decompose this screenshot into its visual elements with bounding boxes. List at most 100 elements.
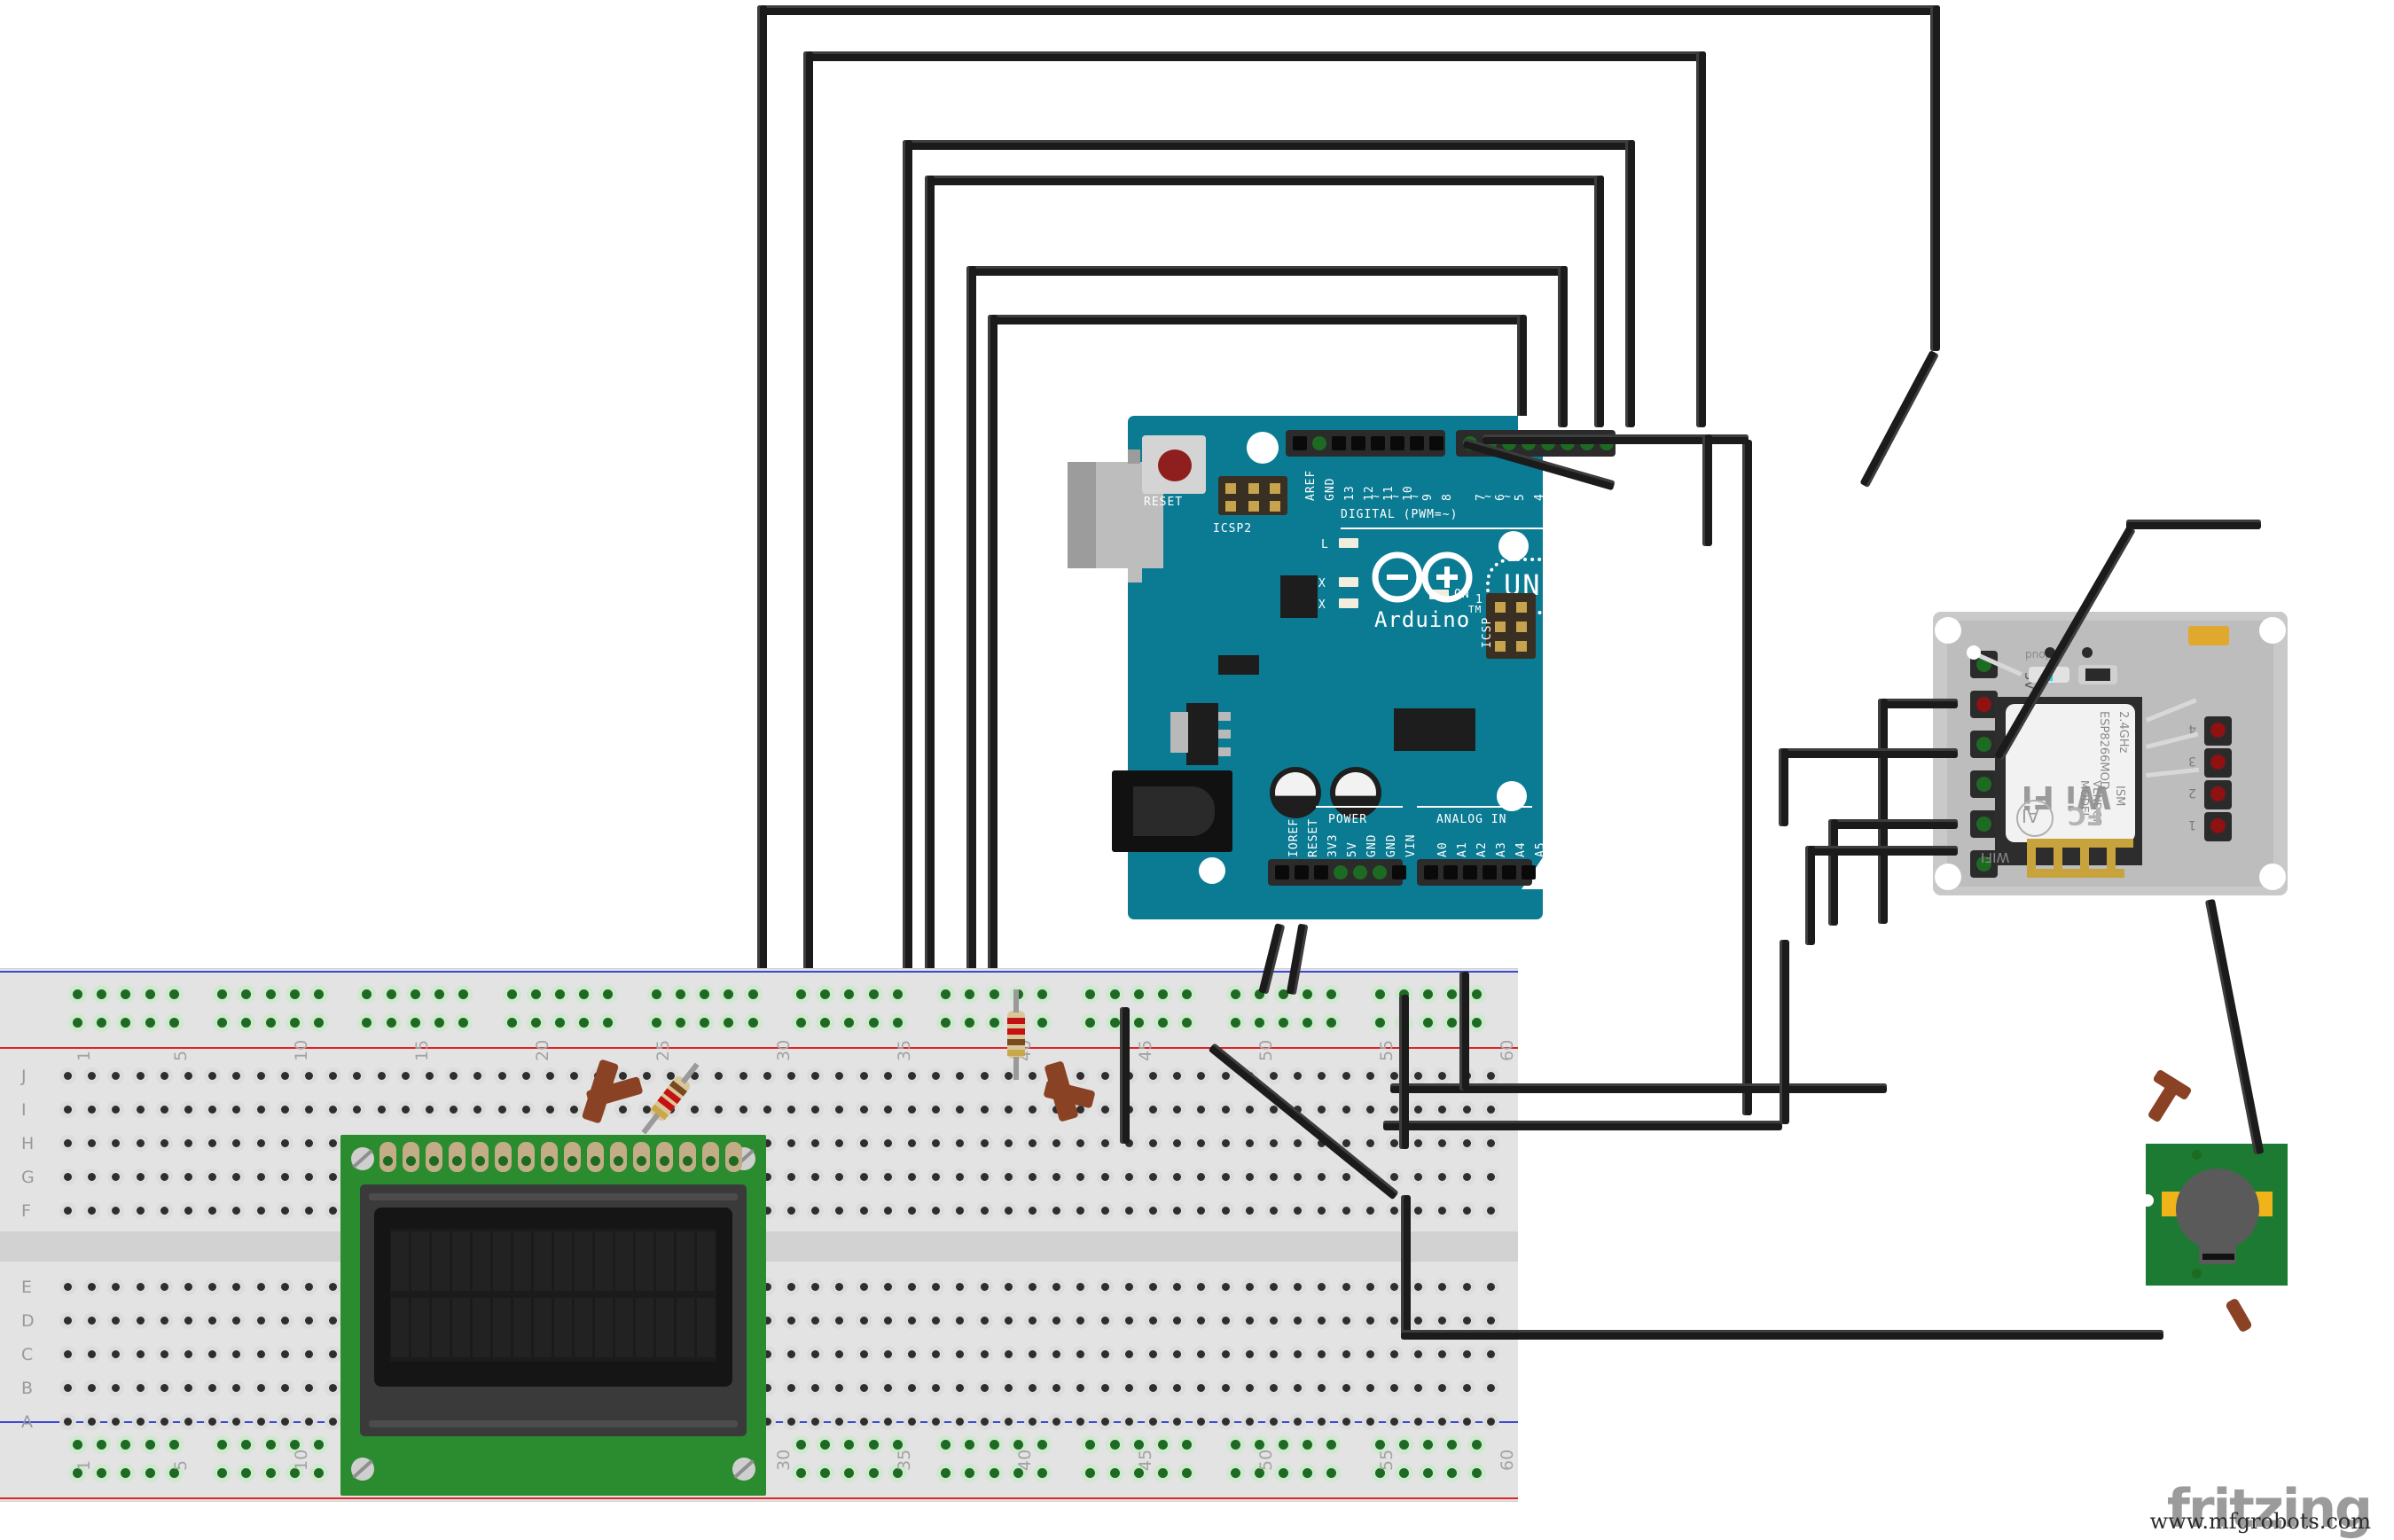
breadboard-hole[interactable] (329, 1418, 338, 1426)
breadboard-hole[interactable] (1124, 1283, 1133, 1291)
breadboard-hole[interactable] (811, 1384, 820, 1392)
wire-segment[interactable] (925, 176, 1604, 185)
wire-segment[interactable] (1558, 266, 1568, 427)
rail-hole[interactable] (314, 1468, 324, 1478)
rail-hole[interactable] (892, 989, 903, 999)
breadboard-hole[interactable] (1197, 1173, 1206, 1181)
rail-hole[interactable] (265, 1018, 276, 1028)
breadboard-hole[interactable] (763, 1384, 771, 1392)
breadboard-hole[interactable] (88, 1350, 97, 1358)
digital-pin-10[interactable] (1390, 436, 1404, 450)
esp-pin-contact[interactable] (1976, 817, 1991, 832)
lcd-pin-hole[interactable] (383, 1156, 393, 1166)
wire-segment[interactable] (1779, 748, 1958, 758)
wire-segment[interactable] (1459, 972, 1469, 1091)
breadboard-hole[interactable] (1004, 1418, 1013, 1426)
rail-hole[interactable] (121, 1468, 131, 1478)
esp-pin-0a0[interactable] (1970, 770, 1998, 798)
rail-hole[interactable] (555, 1018, 565, 1028)
wire-segment[interactable] (757, 5, 1940, 15)
breadboard-hole[interactable] (305, 1317, 313, 1325)
breadboard-hole[interactable] (1318, 1106, 1326, 1114)
breadboard-hole[interactable] (1076, 1418, 1085, 1426)
breadboard-hole[interactable] (835, 1106, 844, 1114)
breadboard-hole[interactable] (1245, 1384, 1254, 1392)
breadboard-hole[interactable] (305, 1384, 313, 1392)
esp-pin-tx[interactable] (1970, 810, 1998, 838)
breadboard-hole[interactable] (305, 1350, 313, 1358)
breadboard-hole[interactable] (908, 1418, 916, 1426)
esp-pin-contact[interactable] (2210, 754, 2226, 770)
breadboard-hole[interactable] (1100, 1173, 1109, 1181)
rail-hole[interactable] (941, 1018, 951, 1028)
breadboard-hole[interactable] (160, 1207, 168, 1215)
rail-hole[interactable] (892, 1018, 903, 1028)
rail-hole[interactable] (651, 1018, 661, 1028)
rail-hole[interactable] (1230, 1440, 1240, 1450)
lcd-pin-hole[interactable] (729, 1156, 739, 1166)
esp-right-pin-2[interactable] (2204, 780, 2232, 809)
breadboard-hole[interactable] (1390, 1418, 1398, 1426)
breadboard-hole[interactable] (1438, 1207, 1447, 1215)
breadboard-hole[interactable] (1414, 1350, 1423, 1358)
breadboard-hole[interactable] (305, 1106, 313, 1114)
breadboard-hole[interactable] (932, 1384, 941, 1392)
power-pin-gnd[interactable] (1353, 865, 1367, 879)
wire-segment[interactable] (757, 5, 767, 1016)
breadboard-hole[interactable] (1245, 1207, 1254, 1215)
rail-hole[interactable] (168, 1018, 179, 1028)
wire-segment[interactable] (1828, 819, 1958, 829)
rail-hole[interactable] (747, 1018, 758, 1028)
breadboard-hole[interactable] (256, 1418, 265, 1426)
rail-hole[interactable] (1326, 989, 1337, 999)
breadboard-hole[interactable] (112, 1072, 121, 1080)
breadboard-hole[interactable] (1052, 1139, 1061, 1147)
breadboard-hole[interactable] (88, 1072, 97, 1080)
breadboard-hole[interactable] (618, 1072, 627, 1080)
breadboard-hole[interactable] (401, 1072, 410, 1080)
breadboard-hole[interactable] (232, 1139, 241, 1147)
breadboard-hole[interactable] (1100, 1384, 1109, 1392)
breadboard-hole[interactable] (1221, 1139, 1230, 1147)
rail-hole[interactable] (314, 1018, 324, 1028)
breadboard-hole[interactable] (1486, 1106, 1495, 1114)
rail-hole[interactable] (1158, 989, 1168, 999)
breadboard-hole[interactable] (1149, 1207, 1157, 1215)
breadboard-hole[interactable] (1004, 1173, 1013, 1181)
breadboard-hole[interactable] (811, 1283, 820, 1291)
breadboard-hole[interactable] (136, 1072, 145, 1080)
breadboard-hole[interactable] (1173, 1418, 1182, 1426)
breadboard-hole[interactable] (980, 1384, 989, 1392)
breadboard-hole[interactable] (956, 1350, 965, 1358)
breadboard-hole[interactable] (426, 1072, 434, 1080)
breadboard-hole[interactable] (1197, 1350, 1206, 1358)
breadboard-hole[interactable] (787, 1207, 795, 1215)
rail-hole[interactable] (145, 1440, 155, 1450)
breadboard-hole[interactable] (883, 1384, 892, 1392)
breadboard-hole[interactable] (883, 1207, 892, 1215)
breadboard-hole[interactable] (1029, 1350, 1037, 1358)
breadboard-hole[interactable] (1197, 1106, 1206, 1114)
rail-hole[interactable] (410, 989, 420, 999)
breadboard-hole[interactable] (811, 1418, 820, 1426)
breadboard-hole[interactable] (1294, 1350, 1303, 1358)
breadboard-hole[interactable] (787, 1418, 795, 1426)
resistor-2[interactable] (1007, 989, 1025, 1080)
breadboard-hole[interactable] (305, 1072, 313, 1080)
breadboard-hole[interactable] (1462, 1350, 1471, 1358)
breadboard-hole[interactable] (1245, 1418, 1254, 1426)
breadboard-hole[interactable] (136, 1173, 145, 1181)
rail-hole[interactable] (506, 989, 517, 999)
breadboard-hole[interactable] (1486, 1350, 1495, 1358)
breadboard-hole[interactable] (1173, 1106, 1182, 1114)
rail-hole[interactable] (892, 1468, 903, 1478)
breadboard-hole[interactable] (1294, 1207, 1303, 1215)
breadboard-hole[interactable] (1124, 1350, 1133, 1358)
rail-hole[interactable] (844, 989, 855, 999)
breadboard-hole[interactable] (184, 1207, 192, 1215)
wire-segment[interactable] (903, 140, 912, 1016)
breadboard-hole[interactable] (811, 1072, 820, 1080)
breadboard-hole[interactable] (184, 1317, 192, 1325)
breadboard-hole[interactable] (1462, 1207, 1471, 1215)
wire-segment[interactable] (903, 140, 1635, 150)
